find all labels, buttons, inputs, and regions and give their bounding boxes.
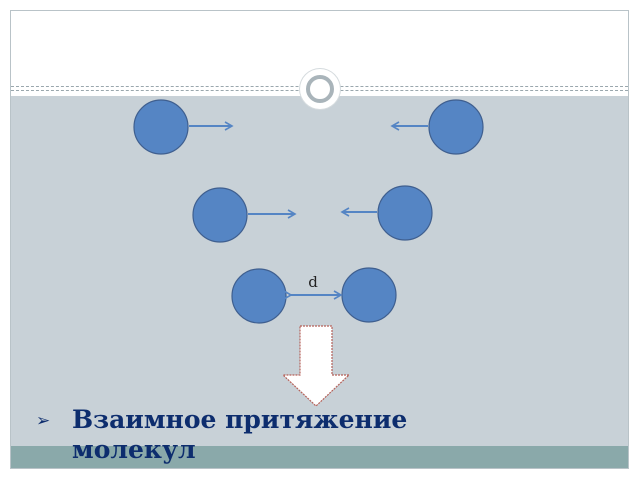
ring-ornament-icon (300, 69, 340, 109)
caption-text: Взаимное притяжение молекул (72, 405, 408, 464)
ring-ornament-inner (306, 75, 334, 103)
slide-footer-bar (11, 446, 628, 468)
distance-label: d (308, 273, 318, 291)
molecule-row1-right (428, 99, 484, 155)
down-arrow (281, 325, 351, 407)
molecule-row2-left (192, 187, 248, 243)
molecule-row1-left (133, 99, 189, 155)
bullet-arrow-icon: ➢ (36, 411, 51, 431)
molecule-row3-right (341, 267, 397, 323)
molecule-row2-right (377, 185, 433, 241)
molecule-row3-left (231, 268, 287, 324)
